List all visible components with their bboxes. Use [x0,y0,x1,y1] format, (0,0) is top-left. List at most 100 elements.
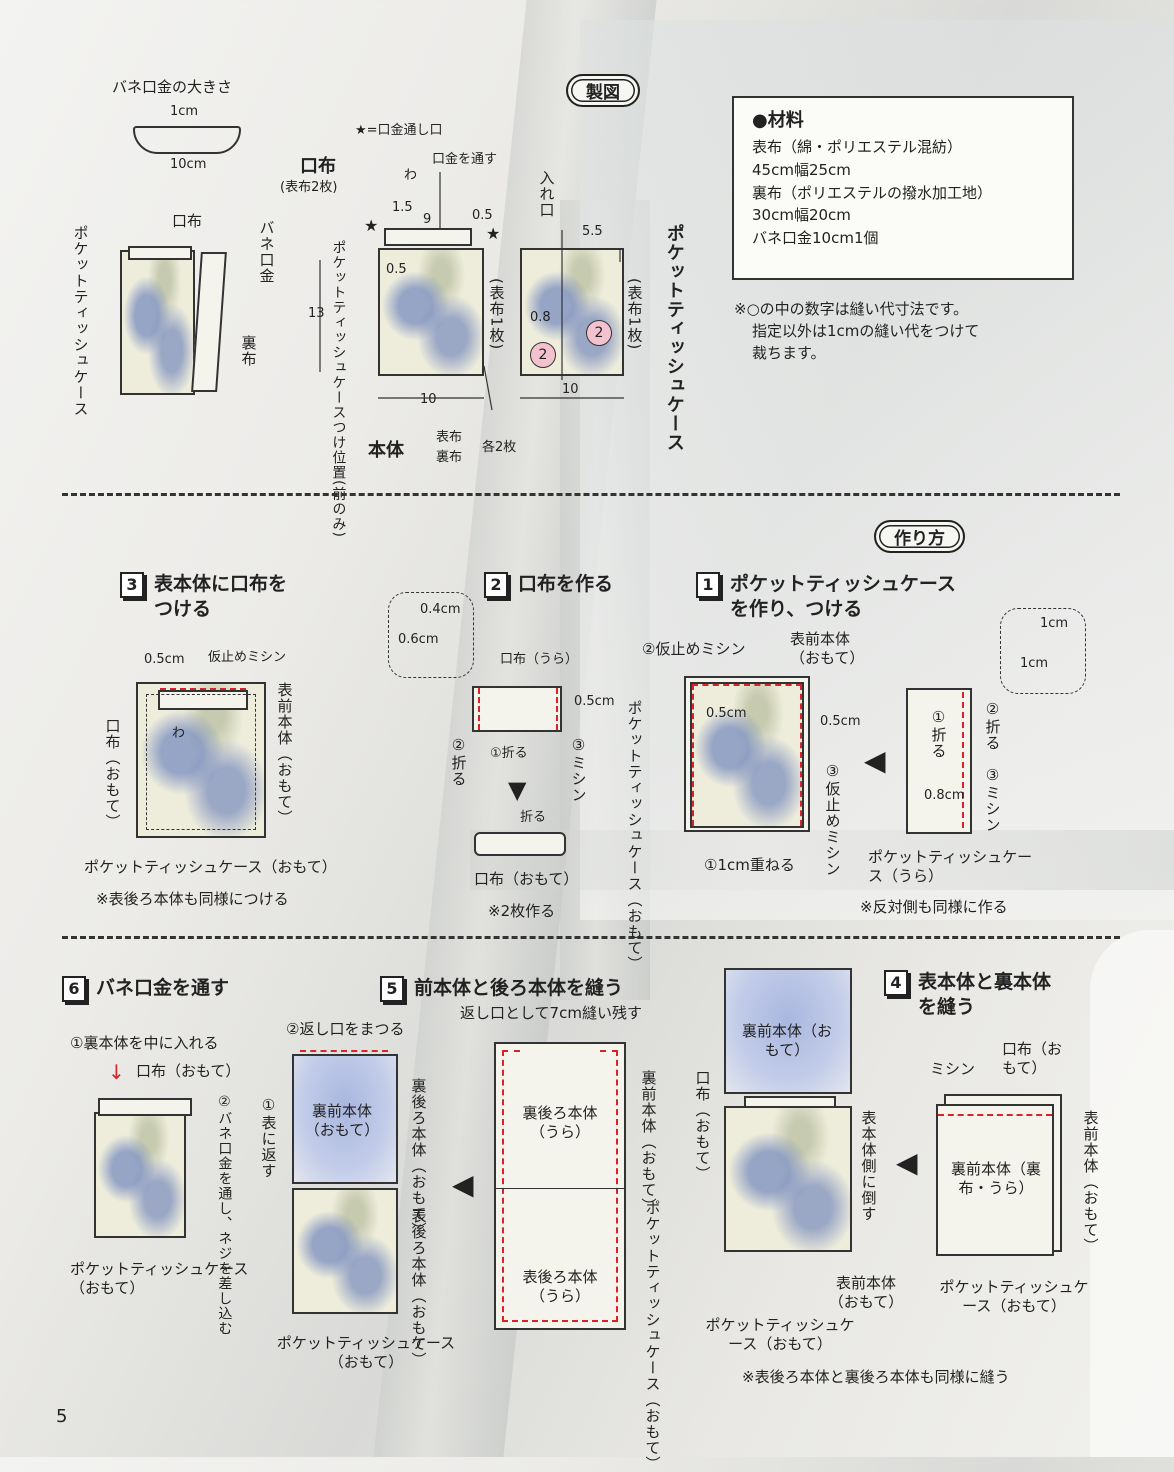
step3-pocket-label: ポケットティッシュケース（おもて） [84,858,337,876]
dim-10-pocket: 10 [562,382,579,397]
step5-hyo-back: 表後ろ本体（うら） [522,1268,598,1305]
step6-ura-back: 裏後ろ本体（おもて） [409,1078,428,1238]
step1-red-stitch [692,684,802,826]
step1-1cm-b: 1cm [1020,656,1049,671]
step4-pocket2: ポケットティッシュケース（おもて） [705,1316,855,1353]
step1-case-red [962,692,964,828]
step6-frame [98,1098,192,1116]
step4-arrow-icon: ◀ [896,1146,918,1179]
step6-pocket: ポケットティッシュケース（おもて） [70,1260,249,1297]
step2-fold: 折る [520,810,547,825]
step6-red-stitch [300,1050,388,1052]
step3-wa: わ [172,726,186,741]
step5-body [494,1042,626,1330]
step2-fold1: ①折る [490,746,528,761]
assembly-label-kuchinuno: 口布 [172,212,203,230]
step6-b2: ②返し口をまつる [286,1020,405,1038]
material-line-3: 裏布（ポリエステルの撥水加工地） [752,183,993,202]
seam-circle-right: 2 [586,320,612,346]
star-note: ★=口金通し口 [355,123,443,138]
hontai-piece [378,248,484,376]
step1-case-ura [906,688,972,834]
materials-box: ●材料 表布（綿・ポリエステル混紡） 45cm幅25cm 裏布（ポリエステルの撥… [732,96,1074,280]
material-line-2: 45cm幅25cm [752,160,851,179]
step6-ura-front: 裏前本体（おもて） [304,1102,380,1139]
step2-ura: 口布（うら） [500,652,579,667]
dim-5-5: 5.5 [582,224,603,239]
step2-down-arrow-icon: ▼ [508,776,527,804]
howto-label: 作り方 [874,520,965,553]
step5-red-top-left [502,1050,520,1052]
step2-red-left [478,688,480,730]
pattern-kuchigane: 口金を通す [432,152,498,167]
dim-9: 9 [423,212,432,227]
note-line-1: ※○の中の数字は縫い代寸法です。 [734,300,969,318]
kuchinuno-piece [384,228,472,246]
step4-pocket: ポケットティッシュケース（おもて） [939,1278,1089,1315]
step4-note: ※表後ろ本体と裏後ろ本体も同様に縫う [742,1368,1010,1386]
step4-ura-front-omote: 裏前本体（おもて） [742,1022,833,1059]
assembly-label-urano: 裏布 [239,335,258,367]
hontai-title: 本体 [368,440,404,461]
step5-red-stitch [502,1050,618,1322]
divider-top [62,493,1120,496]
pocket-piece [520,248,624,376]
step6-body [94,1112,186,1238]
step5-gap: 返し口として7cm縫い残す [460,1004,642,1022]
divider-middle [62,936,1120,939]
star-right-icon: ★ [486,224,501,243]
step6-lining-body [292,1054,398,1184]
step2-fold2: ②折る [449,736,468,787]
step3-red-stitch [160,688,246,690]
step3-note: ※表後ろ本体も同様につける [96,890,289,908]
star-left-icon: ★ [364,216,379,235]
frame-dim-10cm: 10cm [170,157,207,172]
step4-kuchinuno2: 口布（おもて） [693,1070,712,1182]
step3-front-label: 表前本体（おもて） [275,682,294,826]
step4-taosu: 表本体側に倒す [859,1110,878,1222]
step1-d05b: 0.5cm [820,714,861,729]
dim-1-5: 1.5 [392,200,413,215]
step6-outer-body [292,1188,398,1314]
hontai-hyofu: 表布 [436,430,463,445]
step3-kuchinuno-label: 口布（おもて） [103,718,122,830]
frame-size-title: バネ口金の大きさ [112,78,233,96]
step2-piece-omote [474,832,566,856]
material-line-5: バネ口金10cm1個 [752,229,879,247]
dim-0-5-top: 0.5 [472,208,493,223]
step3-kari: 仮止めミシン [208,650,287,665]
material-line-1: 表布（綿・ポリエステル混紡） [752,138,963,156]
dim-0-5-inside: 0.5 [386,262,407,277]
step2-note: ※2枚作る [488,902,556,920]
step2-detail-circle [388,592,474,678]
step1-1cm-a: 1cm [1040,616,1069,631]
kuchinuno-sub: (表布2枚) [280,180,338,195]
step6-red-arrow-icon: ↓ [108,1060,125,1084]
step6-arrow-icon: ◀ [452,1168,474,1201]
assembly-label-pocket: ポケットティッシュケース [71,225,90,417]
step1-d05a: 0.5cm [706,706,747,721]
step1-arrow-icon: ◀ [864,744,886,777]
step1-case-ura-label: ポケットティッシュケース（うら） [868,848,1033,885]
step5-midline [494,1188,626,1189]
step1-d08: 0.8cm [924,788,965,803]
step1-case [690,682,804,828]
seam-circle-left: 2 [530,342,556,368]
pattern-wa: わ [404,168,418,183]
step6-kuchinuno: 口布（おもて） [136,1062,241,1080]
hontai-urafu: 裏布 [436,450,463,465]
step5-ura-back: 裏後ろ本体（うら） [522,1104,598,1141]
step4-stack-front [936,1104,1054,1256]
step4-hyo-front: 表前本体（おもて） [828,1274,904,1311]
dim-0-8: 0.8 [530,310,551,325]
cutting-label: 製図 [566,74,640,107]
assembly-frame-top [128,246,192,260]
pocket-hyofu1-left: (表布1枚) [487,278,506,351]
step1-kari: ②仮止めミシン [642,640,746,658]
